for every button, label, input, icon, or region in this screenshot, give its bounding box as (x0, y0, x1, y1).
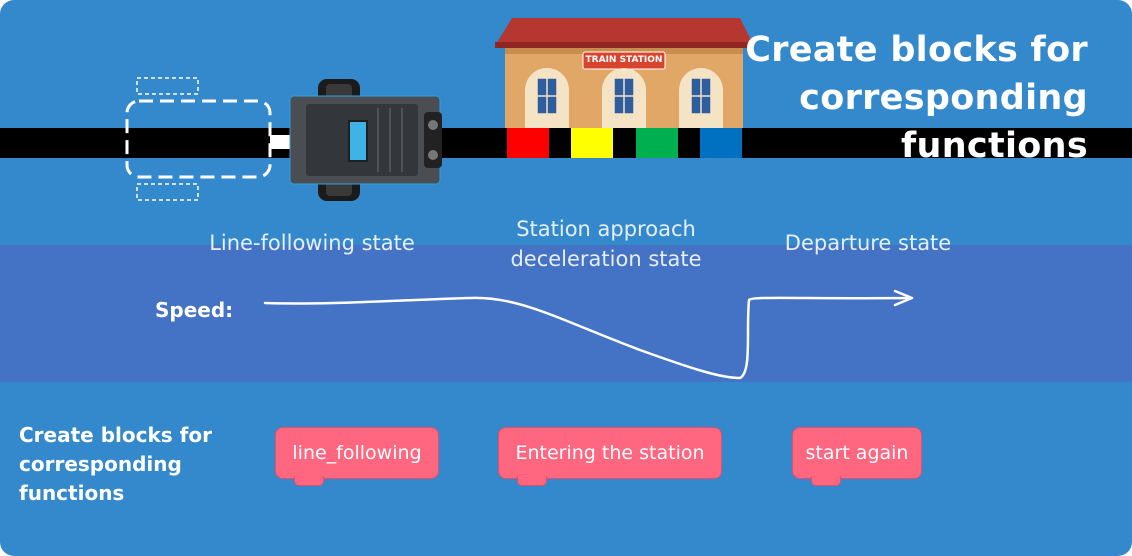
station-sign: TRAIN STATION (585, 55, 663, 65)
previous-position-outline (125, 77, 272, 201)
line-following-block[interactable]: line_following (275, 427, 439, 486)
blocks-section-label: Create blocks for corresponding function… (19, 423, 212, 505)
speed-curve (263, 289, 914, 380)
block-label: line_following (292, 442, 422, 464)
block-label: start again (805, 442, 909, 464)
approach-deceleration-state-label: Station approach deceleration state (510, 217, 702, 271)
entering-station-block[interactable]: Entering the station (498, 427, 722, 486)
black-line-track (0, 128, 1132, 158)
yellow-marker (571, 128, 613, 158)
robot-car (289, 79, 442, 201)
start-again-block[interactable]: start again (792, 427, 922, 486)
page-title: Create blocks for corresponding function… (745, 30, 1088, 166)
red-marker (507, 128, 549, 158)
speed-band (0, 245, 1132, 382)
speed-label: Speed: (155, 298, 234, 322)
line-following-state-label: Line-following state (209, 231, 415, 255)
block-notch (517, 476, 547, 486)
green-marker (636, 128, 678, 158)
train-station-illustration (495, 18, 754, 128)
departure-state-label: Departure state (784, 231, 952, 255)
blue-marker (700, 128, 742, 158)
block-notch (294, 476, 324, 486)
block-label: Entering the station (515, 442, 705, 464)
block-notch (811, 476, 841, 486)
